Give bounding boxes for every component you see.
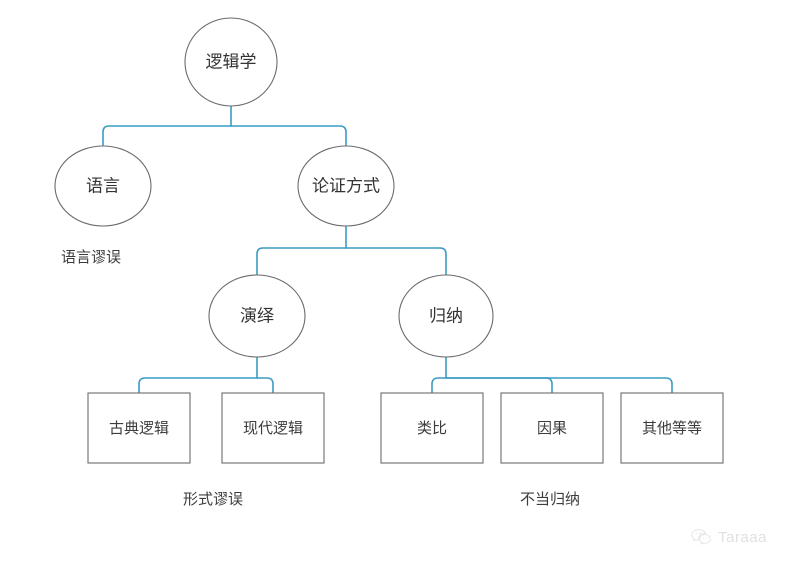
- caption-improper-induction: 不当归纳: [520, 491, 580, 508]
- connector-induction-to-analogy: [431, 377, 447, 394]
- connector-group: [102, 105, 673, 394]
- node-others-label: 其他等等: [642, 419, 702, 437]
- connector-deduction-to-modern: [256, 377, 274, 394]
- node-root[interactable]: 逻辑学: [184, 17, 278, 107]
- node-others[interactable]: 其他等等: [620, 392, 724, 464]
- node-deduction-shape: [208, 274, 306, 358]
- node-others-shape: [620, 392, 724, 464]
- node-analogy-shape: [380, 392, 484, 464]
- node-root-label: 逻辑学: [206, 52, 257, 71]
- connector-induction-to-causation: [445, 377, 553, 394]
- node-language-label: 语言: [86, 176, 120, 195]
- connector-deduction-to-classical: [138, 377, 258, 394]
- connector-argument-to-induction: [345, 247, 447, 277]
- node-argument-method-shape: [297, 145, 395, 227]
- node-deduction-label: 演绎: [240, 306, 274, 325]
- node-classical-logic-shape: [87, 392, 191, 464]
- node-deduction[interactable]: 演绎: [208, 274, 306, 358]
- node-induction[interactable]: 归纳: [398, 274, 494, 358]
- node-induction-label: 归纳: [429, 306, 463, 325]
- node-classical-logic[interactable]: 古典逻辑: [87, 392, 191, 464]
- node-modern-logic[interactable]: 现代逻辑: [221, 392, 325, 464]
- node-analogy-label: 类比: [417, 420, 447, 437]
- node-argument-method-label: 论证方式: [312, 176, 380, 195]
- connector-root-to-argument: [230, 125, 347, 147]
- node-classical-logic-label: 古典逻辑: [109, 420, 169, 437]
- node-root-shape: [184, 17, 278, 107]
- node-causation-shape: [500, 392, 604, 464]
- node-analogy[interactable]: 类比: [380, 392, 484, 464]
- connector-argument-to-deduction: [256, 247, 347, 277]
- node-modern-logic-label: 现代逻辑: [243, 420, 303, 437]
- node-induction-shape: [398, 274, 494, 358]
- node-argument-method[interactable]: 论证方式: [297, 145, 395, 227]
- caption-language-fallacy: 语言谬误: [61, 249, 121, 266]
- connector-induction-to-others: [445, 377, 673, 394]
- node-modern-logic-shape: [221, 392, 325, 464]
- node-causation[interactable]: 因果: [500, 392, 604, 464]
- node-causation-label: 因果: [537, 420, 567, 437]
- node-language[interactable]: 语言: [54, 145, 152, 227]
- node-language-shape: [54, 145, 152, 227]
- connector-root-to-language: [102, 125, 232, 147]
- caption-formal-fallacy: 形式谬误: [183, 491, 243, 508]
